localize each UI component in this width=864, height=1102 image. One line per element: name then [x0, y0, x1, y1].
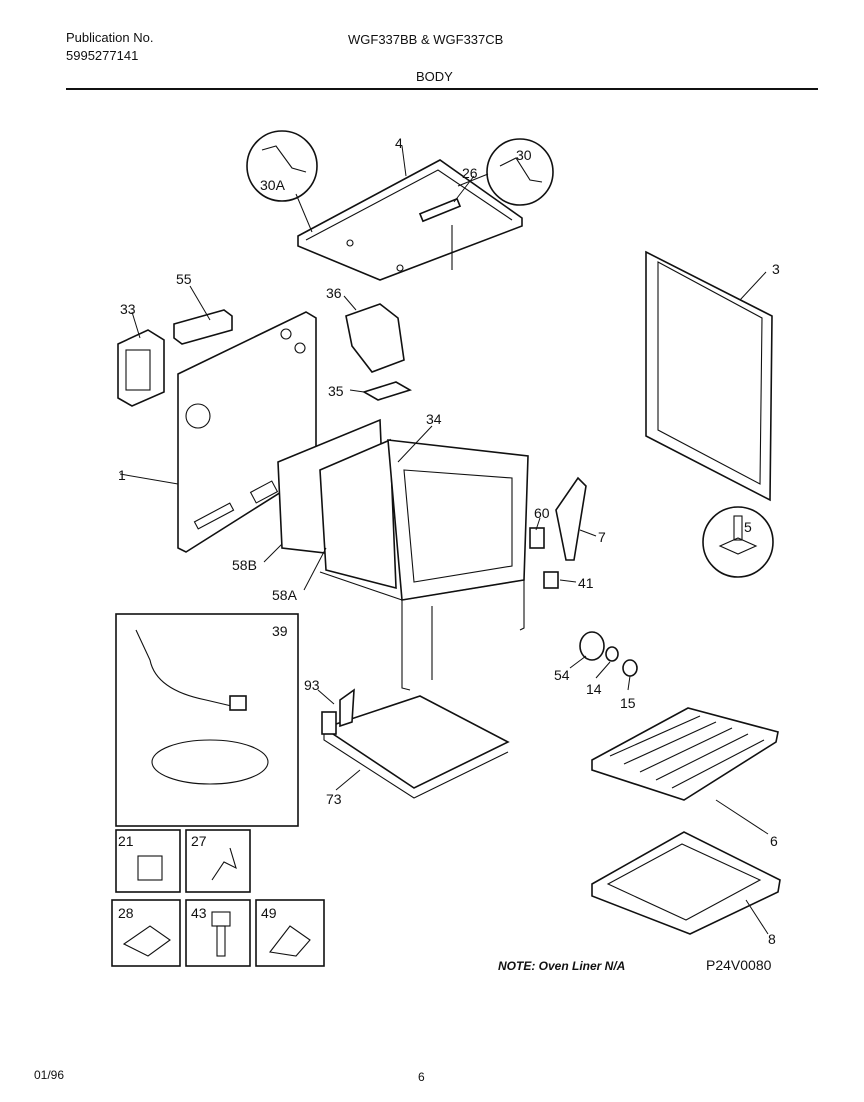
label-part-21: 21	[118, 833, 134, 849]
model-title: WGF337BB & WGF337CB	[348, 32, 504, 47]
back-panel-part	[177, 311, 317, 553]
top-panel-part	[297, 159, 523, 281]
label-part-8: 8	[768, 931, 776, 947]
inset-box-27	[185, 829, 251, 893]
part-41-bracket	[543, 571, 559, 589]
section-title: BODY	[416, 69, 453, 84]
oven-rack-6-part	[591, 707, 779, 835]
label-part-4: 4	[395, 135, 403, 151]
label-part-5: 5	[744, 519, 752, 535]
label-part-27: 27	[191, 833, 207, 849]
label-part-34: 34	[426, 411, 442, 427]
label-part-93: 93	[304, 677, 320, 693]
broiler-pan-8-part	[591, 831, 781, 935]
side-panel-3-part	[645, 250, 773, 502]
label-part-36: 36	[326, 285, 342, 301]
label-part-49: 49	[261, 905, 277, 921]
label-part-28: 28	[118, 905, 134, 921]
knob-15-part	[622, 659, 638, 677]
leveling-leg-callout-5	[702, 506, 774, 578]
inset-box-43	[185, 899, 251, 967]
label-part-54: 54	[554, 667, 570, 683]
label-part-3: 3	[772, 261, 780, 277]
hinge-bracket-callout-30	[457, 138, 554, 206]
label-part-6: 6	[770, 833, 778, 849]
footer-date: 01/96	[34, 1068, 65, 1082]
header-rule	[66, 88, 818, 90]
figure-code: P24V0080	[706, 957, 772, 973]
label-part-60: 60	[534, 505, 550, 521]
side-panels-part	[277, 418, 397, 590]
oven-liner-note: NOTE: Oven Liner N/A	[498, 959, 626, 973]
publication-label: Publication No.	[66, 30, 154, 45]
power-cord-box-39	[115, 613, 299, 827]
page-number: 6	[418, 1070, 425, 1084]
oven-body-part	[319, 439, 529, 691]
bracket-93-part	[321, 688, 355, 735]
knob-54-part	[579, 631, 605, 661]
duct-36-part	[345, 303, 405, 373]
label-part-35: 35	[328, 383, 344, 399]
label-part-43: 43	[191, 905, 207, 921]
bracket-55-part	[173, 309, 233, 345]
inset-box-21	[115, 829, 181, 893]
leader-lines	[119, 145, 631, 791]
label-part-26: 26	[462, 165, 478, 181]
knob-14-part	[605, 646, 619, 662]
label-part-30a: 30A	[260, 177, 286, 193]
hinge-bracket-callout-30a	[246, 130, 318, 233]
label-part-33: 33	[120, 301, 136, 317]
label-part-1: 1	[118, 467, 126, 483]
label-part-30: 30	[516, 147, 532, 163]
label-part-15: 15	[620, 695, 636, 711]
label-part-41: 41	[578, 575, 594, 591]
hinge-7-part	[555, 476, 597, 561]
part-60-bracket	[529, 527, 545, 549]
inset-box-49	[255, 899, 325, 967]
label-part-73: 73	[326, 791, 342, 807]
label-part-7: 7	[598, 529, 606, 545]
junction-box-33-part	[117, 329, 165, 407]
publication-number: 5995277141	[66, 48, 139, 63]
gasket-35-part	[362, 381, 412, 401]
inset-box-28	[111, 899, 181, 967]
label-part-39: 39	[272, 623, 288, 639]
label-part-58a: 58A	[272, 587, 298, 603]
label-part-58b: 58B	[232, 557, 257, 573]
label-part-14: 14	[586, 681, 602, 697]
label-part-55: 55	[176, 271, 192, 287]
